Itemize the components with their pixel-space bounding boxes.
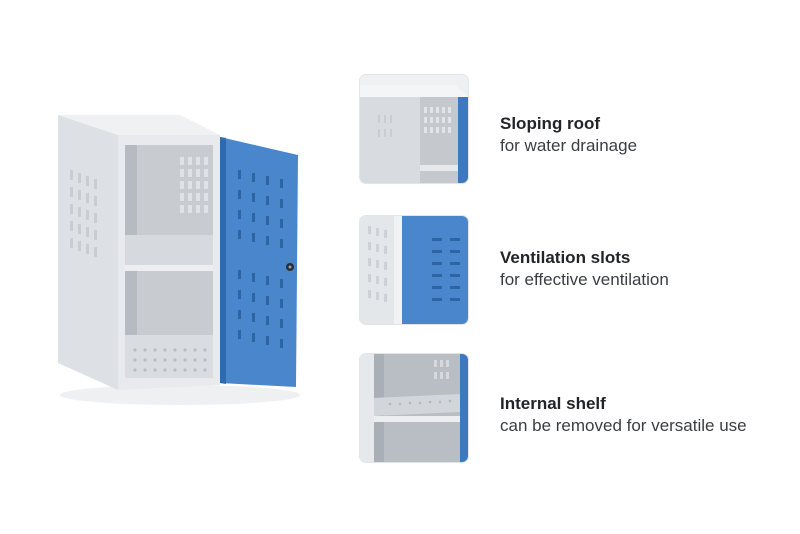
feature-description: for water drainage (500, 136, 638, 155)
internal-shelf-thumbnail (360, 354, 468, 462)
feature-description: for effective ventilation (500, 270, 669, 289)
feature-description: can be removed for versatile use (500, 416, 747, 435)
feature-title: Internal shelf (500, 394, 606, 413)
sloping-roof-thumbnail (360, 75, 468, 183)
ventilation-slots-thumbnail (360, 216, 468, 324)
feature-title: Ventilation slots (500, 248, 631, 267)
feature-title: Sloping roof (500, 114, 601, 133)
cabinet-illustration (58, 115, 300, 405)
